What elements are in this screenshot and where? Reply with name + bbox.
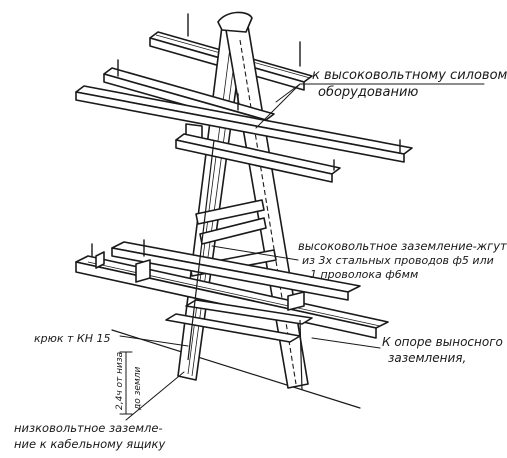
height-dimension	[119, 351, 133, 415]
lower-crossarm-back	[111, 241, 361, 301]
label-support-line1: К опоре выносного	[382, 335, 503, 349]
label-lv-line1: низковольтное заземле-	[14, 421, 163, 435]
label-support-line2: заземления,	[388, 351, 466, 365]
label-hook: крюк т КН 15	[34, 332, 111, 345]
leader-lines	[119, 83, 485, 421]
label-hvg-line3: 1 проволока ф6мм	[310, 268, 418, 281]
label-lv-line2: ние к кабельному ящику	[14, 437, 165, 451]
label-hvg-line2: из 3х стальных проводов ф5 или	[302, 254, 494, 267]
label-hvg-line1: высоковольтное заземление-жгут	[298, 239, 507, 253]
label-dim-line2: до земли	[133, 367, 143, 411]
label-dim-line1: 2,4ч от низа	[115, 352, 125, 410]
insulator-pins-upper	[117, 13, 401, 171]
label-hv-line1: к высоковольтному силовому	[312, 68, 507, 83]
ground-wire	[187, 139, 215, 361]
ground-line	[111, 329, 361, 409]
lower-brackets	[91, 239, 305, 311]
ground-wire-right	[299, 319, 303, 391]
lower-upper-crossarm	[175, 133, 341, 183]
label-hv-line2: оборудованию	[318, 85, 418, 100]
pole-top-cap	[217, 11, 253, 33]
